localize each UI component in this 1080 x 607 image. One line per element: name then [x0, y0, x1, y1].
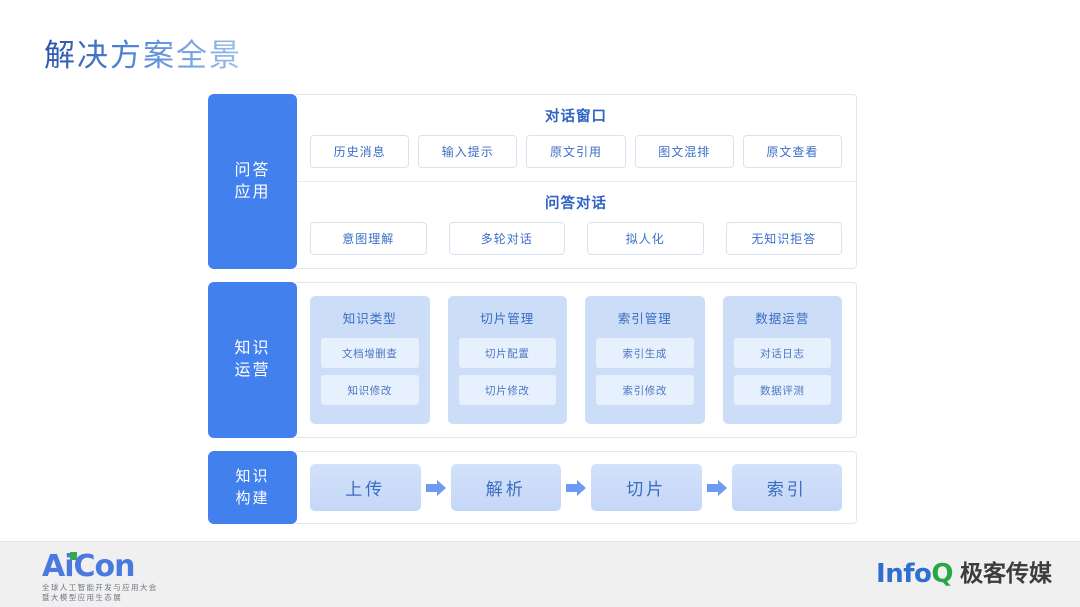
ops-item-chunk-config[interactable]: 切片配置	[458, 338, 556, 368]
flow-step-parse[interactable]: 解析	[450, 464, 561, 511]
band-label-line1: 知识	[235, 468, 270, 485]
ops-card-title-chunk-management: 切片管理	[480, 312, 535, 326]
band-label-line2: 构建	[235, 490, 270, 507]
subblock-title-dialog-window: 对话窗口	[545, 109, 607, 125]
solution-architecture-diagram: 问答 应用 对话窗口 历史消息 输入提示 原文引用 图文混排 原文查看 问答对话	[208, 94, 857, 524]
aicon-logo: AiCon 全球人工智能开发与应用大会 暨大模型应用生态展	[42, 551, 158, 603]
band-knowledge-operations: 知识 运营 知识类型 文档增删查 知识修改 切片管理 切片配置 切片修改	[208, 282, 857, 438]
infoq-wordmark-q: Q	[931, 559, 953, 589]
ops-item-data-evaluation[interactable]: 数据评测	[733, 375, 831, 405]
page-title: 解决方案全景	[44, 30, 242, 75]
band-body-knowledge-operations: 知识类型 文档增删查 知识修改 切片管理 切片配置 切片修改 索引管理 索引生成…	[296, 282, 857, 438]
band-label-knowledge-construction: 知识 构建	[208, 451, 297, 524]
chip-no-knowledge-refusal[interactable]: 无知识拒答	[725, 222, 842, 255]
ops-item-index-edit[interactable]: 索引修改	[596, 375, 694, 405]
ops-card-index-management[interactable]: 索引管理 索引生成 索引修改	[585, 296, 705, 424]
band-label-line1: 问答	[234, 161, 271, 179]
subblock-dialog-window: 对话窗口 历史消息 输入提示 原文引用 图文混排 原文查看	[296, 95, 856, 181]
chip-input-hint[interactable]: 输入提示	[418, 135, 518, 168]
ops-item-knowledge-edit[interactable]: 知识修改	[321, 375, 419, 405]
flow-arrow-icon	[702, 479, 732, 496]
ops-card-title-data-operations: 数据运营	[755, 312, 810, 326]
band-body-qa-application: 对话窗口 历史消息 输入提示 原文引用 图文混排 原文查看 问答对话 意图理解 …	[296, 94, 857, 269]
aicon-green-dot-icon	[70, 552, 77, 560]
chip-source-view[interactable]: 原文查看	[742, 135, 843, 168]
flow-row-knowledge-construction: 上传 解析 切片	[310, 464, 842, 511]
flow-arrow-icon	[421, 479, 451, 496]
ops-item-index-generate[interactable]: 索引生成	[596, 338, 694, 368]
aicon-subtitle-primary: 全球人工智能开发与应用大会	[42, 583, 158, 592]
ops-card-chunk-management[interactable]: 切片管理 切片配置 切片修改	[447, 296, 567, 424]
ops-item-doc-crud[interactable]: 文档增删查	[321, 338, 419, 368]
chip-history-message[interactable]: 历史消息	[310, 135, 410, 168]
chip-row-dialog-window: 历史消息 输入提示 原文引用 图文混排 原文查看	[310, 135, 843, 168]
band-body-knowledge-construction: 上传 解析 切片	[296, 451, 857, 524]
footer-bar: AiCon 全球人工智能开发与应用大会 暨大模型应用生态展 InfoQ 极客传媒	[0, 541, 1080, 607]
subblock-title-qa-dialog: 问答对话	[545, 196, 607, 212]
ops-item-chunk-edit[interactable]: 切片修改	[458, 375, 556, 405]
band-label-line2: 运营	[234, 362, 271, 379]
ops-card-title-index-management: 索引管理	[617, 312, 672, 326]
chip-intent-understanding[interactable]: 意图理解	[310, 222, 427, 255]
aicon-wordmark: AiCon	[42, 551, 135, 583]
ops-card-data-operations[interactable]: 数据运营 对话日志 数据评测	[722, 296, 842, 424]
chip-multi-turn-dialog[interactable]: 多轮对话	[448, 222, 565, 255]
band-qa-application: 问答 应用 对话窗口 历史消息 输入提示 原文引用 图文混排 原文查看 问答对话	[208, 94, 857, 269]
infoq-wordmark-info: Info	[876, 559, 932, 589]
chip-personification[interactable]: 拟人化	[587, 222, 704, 255]
ops-card-knowledge-type[interactable]: 知识类型 文档增删查 知识修改	[310, 296, 430, 424]
band-label-knowledge-operations: 知识 运营	[208, 282, 297, 438]
band-knowledge-construction: 知识 构建 上传 解析	[208, 451, 857, 524]
infoq-wordmark: InfoQ	[876, 560, 953, 588]
ops-item-dialog-log[interactable]: 对话日志	[733, 338, 831, 368]
ops-card-title-knowledge-type: 知识类型	[342, 312, 397, 326]
infoq-chinese-name: 极客传媒	[960, 561, 1052, 587]
band-label-qa-application: 问答 应用	[208, 94, 297, 269]
chip-row-qa-dialog: 意图理解 多轮对话 拟人化 无知识拒答	[310, 222, 842, 255]
flow-step-index[interactable]: 索引	[731, 464, 842, 511]
subblock-qa-dialog: 问答对话 意图理解 多轮对话 拟人化 无知识拒答	[296, 181, 856, 268]
chip-source-citation[interactable]: 原文引用	[526, 135, 626, 168]
flow-arrow-icon	[561, 479, 591, 496]
infoq-logo: InfoQ 极客传媒	[876, 560, 1052, 588]
aicon-wordmark-text: AiCon	[42, 549, 135, 584]
band-label-line1: 知识	[234, 340, 271, 357]
flow-step-chunk[interactable]: 切片	[591, 464, 702, 511]
chip-mixed-text-image[interactable]: 图文混排	[634, 135, 734, 168]
flow-step-upload[interactable]: 上传	[310, 464, 421, 511]
ops-card-row: 知识类型 文档增删查 知识修改 切片管理 切片配置 切片修改 索引管理 索引生成…	[310, 296, 842, 424]
aicon-subtitle-secondary: 暨大模型应用生态展	[42, 593, 123, 602]
band-label-line2: 应用	[234, 183, 271, 201]
